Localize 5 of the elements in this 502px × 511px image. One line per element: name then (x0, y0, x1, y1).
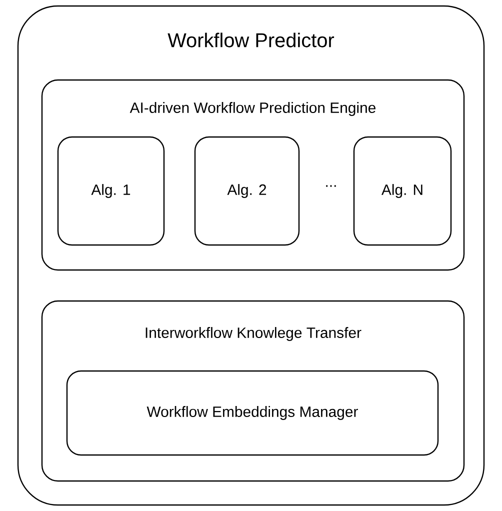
algorithm-box: Alg. 2 (194, 136, 300, 246)
ellipsis: ... (326, 185, 336, 187)
algorithm-box: Alg. 1 (57, 136, 165, 246)
algorithm-box: Alg. N (353, 136, 452, 246)
component-box: Workflow Embeddings Manager (66, 370, 439, 456)
